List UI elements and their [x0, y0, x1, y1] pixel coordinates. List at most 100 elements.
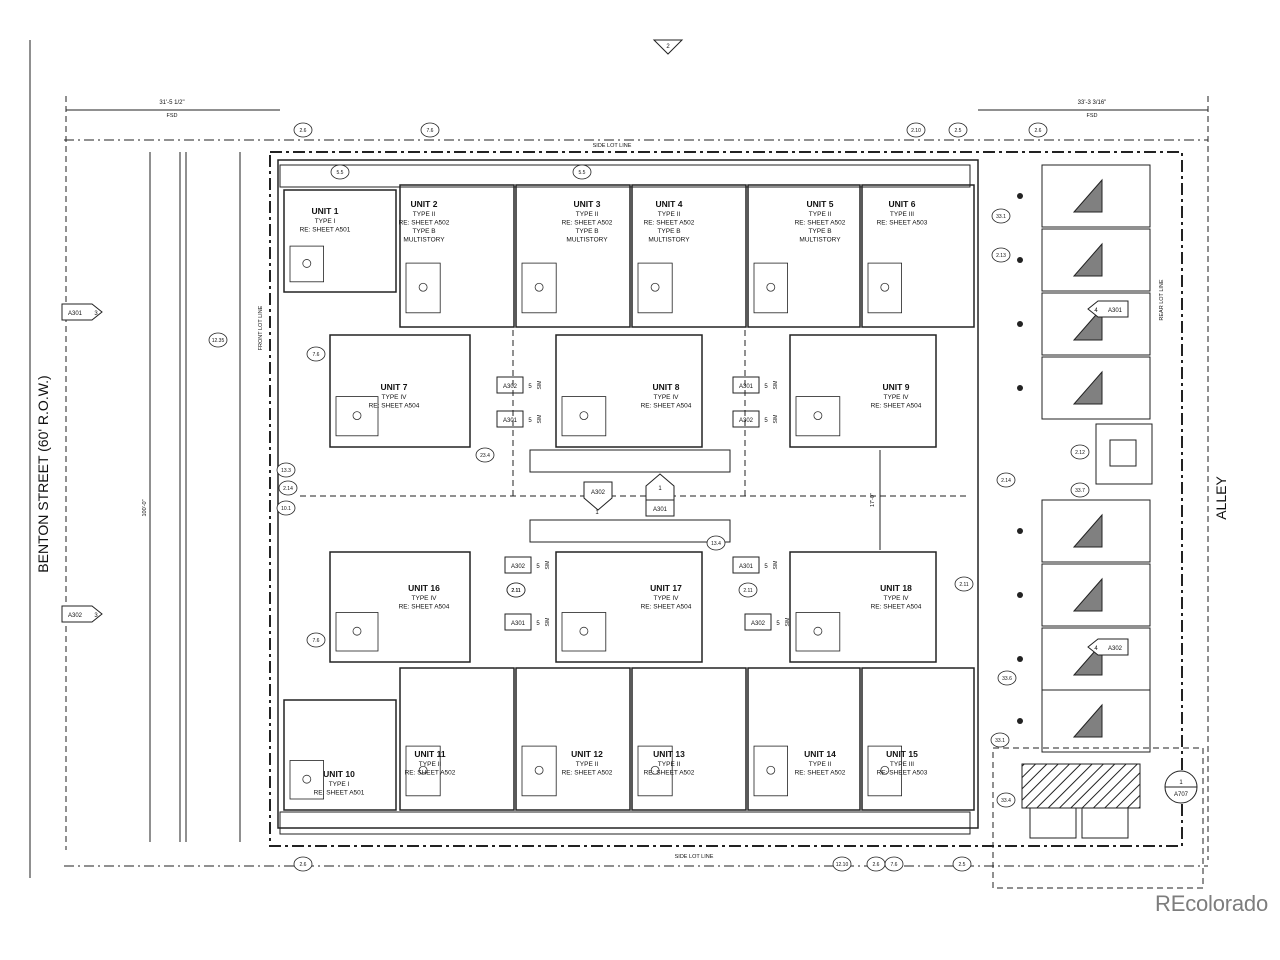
parking-stall [1041, 292, 1151, 356]
unit-outline [861, 184, 975, 328]
side-lot-line-label-bottom: SIDE LOT LINE [675, 854, 714, 860]
center-mark-a [583, 481, 613, 511]
dumpster-right [1081, 807, 1129, 839]
section-tag-sheet: A301 [68, 311, 83, 317]
keynote-bubble [954, 576, 974, 592]
fixture-symbol [418, 765, 428, 775]
keynote-bubble [276, 462, 296, 478]
parking-arrow [1072, 513, 1103, 548]
unit-outline [555, 334, 703, 448]
unit-detail: TYPE II [809, 761, 832, 768]
unit-detail: TYPE III [890, 761, 914, 768]
keynote-bubble [948, 122, 968, 138]
bathroom-outline [405, 262, 441, 314]
unit-name: UNIT 2 [411, 199, 438, 209]
keynote-bubble [330, 164, 350, 180]
bathroom-outline [289, 760, 324, 800]
unit-detail: TYPE II [658, 211, 681, 218]
keynote-bubble [996, 792, 1016, 808]
section-mark-num: 5 [528, 418, 532, 424]
unit-detail: TYPE II [413, 211, 436, 218]
keynote-bubble [884, 856, 904, 872]
keynote-number: 2.6 [873, 862, 880, 868]
section-mark-box [732, 410, 760, 428]
unit-name: UNIT 12 [571, 749, 603, 759]
unit-name: UNIT 1 [312, 206, 339, 216]
fixture-symbol [880, 765, 890, 775]
parking-stall [1041, 563, 1151, 627]
parking-arrow [1072, 370, 1103, 405]
unit-detail: TYPE B [412, 228, 435, 235]
section-mark-num: 5 [536, 621, 540, 627]
section-mark-num: 5 [776, 621, 780, 627]
center-mark-top-num: 1 [595, 510, 599, 516]
fixture-symbol [650, 282, 660, 292]
alley-label: ALLEY [1213, 476, 1229, 520]
keynote-number: 12.35 [212, 338, 225, 344]
keynote-bubble [996, 472, 1016, 488]
unit-detail: MULTISTORY [403, 237, 445, 244]
dimension-right-sub: FSD [1087, 113, 1098, 119]
section-mark-sheet: A302 [511, 564, 526, 570]
top-balcony-strip [279, 164, 971, 188]
detail-callout-sheet: A707 [1174, 792, 1189, 798]
unit-detail: RE: SHEET A502 [795, 220, 846, 227]
center-mark-bottom-num: 1 [658, 486, 662, 492]
sim-label: SIM [545, 618, 551, 627]
parking-stall [1041, 356, 1151, 420]
bollard [1017, 385, 1023, 391]
front-lot-line-label: FRONT LOT LINE [258, 305, 264, 350]
dimension-left-sub: FSD [167, 113, 178, 119]
unit-name: UNIT 4 [656, 199, 683, 209]
north-marker-num: 2 [666, 44, 670, 50]
keynote-number: 12.10 [836, 862, 849, 868]
unit-detail: RE: SHEET A504 [641, 403, 692, 410]
sim-label: SIM [773, 561, 779, 570]
property-line [269, 151, 1183, 847]
bollard [1017, 321, 1023, 327]
bottom-balcony-strip [279, 811, 971, 835]
bathroom-outline [521, 262, 557, 314]
section-mark-box [496, 376, 524, 394]
parking-arrow [1072, 242, 1103, 277]
fixture-symbol [579, 626, 589, 636]
unit-detail: TYPE B [657, 228, 680, 235]
bathroom-outline [753, 745, 788, 797]
section-mark-box [732, 376, 760, 394]
keynote-bubble [293, 122, 313, 138]
parking-arrow [1072, 577, 1103, 612]
center-mark-top-sheet: A302 [591, 490, 606, 496]
unit-detail: TYPE II [658, 761, 681, 768]
keynote-number: 2.6 [300, 128, 307, 134]
unit-detail: RE: SHEET A504 [871, 604, 922, 611]
bathroom-outline [867, 262, 902, 314]
unit-detail: TYPE II [576, 761, 599, 768]
unit-name: UNIT 3 [574, 199, 601, 209]
bathroom-outline [867, 745, 902, 797]
section-tag-sheet: A301 [1108, 308, 1123, 314]
keynote-number: 13.3 [281, 468, 291, 474]
transformer-pad [1095, 423, 1153, 485]
bathroom-outline [753, 262, 788, 314]
keynote-number: 33.1 [996, 214, 1006, 220]
keynote-number: 13.4 [711, 541, 721, 547]
section-mark-sheet: A301 [739, 384, 754, 390]
parking-arrow [1072, 306, 1103, 341]
unit-detail: TYPE II [809, 211, 832, 218]
rear-lot-line-label: REAR LOT LINE [1159, 279, 1165, 320]
fixture-symbol [650, 765, 660, 775]
unit-detail: TYPE I [329, 781, 350, 788]
center-mark-bottom-sheet: A301 [653, 507, 668, 513]
keynote-bubble [997, 670, 1017, 686]
keynote-bubble [952, 856, 972, 872]
unit-detail: RE: SHEET A502 [562, 220, 613, 227]
section-mark-box [504, 613, 532, 631]
unit-detail: RE: SHEET A502 [795, 770, 846, 777]
keynote-bubble [306, 346, 326, 362]
keynote-bubble [276, 500, 296, 516]
unit-outline [555, 551, 703, 663]
unit-outline [789, 551, 937, 663]
unit-detail: TYPE IV [884, 394, 910, 401]
section-mark-num: 5 [764, 564, 768, 570]
fixture-symbol [534, 765, 544, 775]
